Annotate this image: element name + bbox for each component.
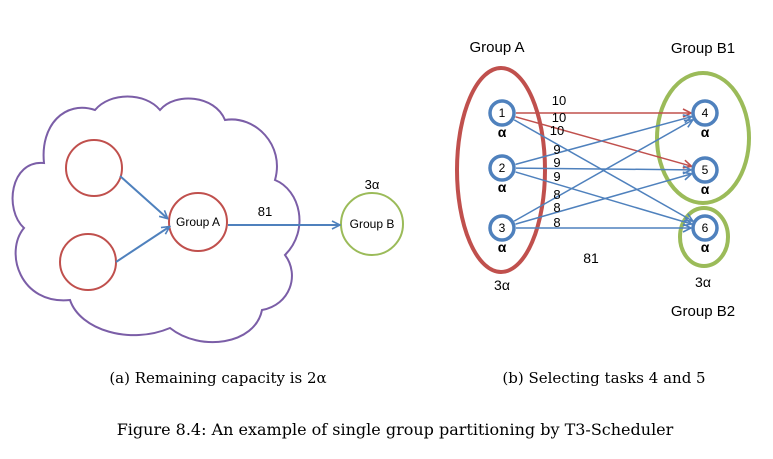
task-node-label-3: 3 <box>499 221 506 235</box>
edge-2-to-4 <box>515 117 691 166</box>
caption-b: (b) Selecting tasks 4 and 5 <box>502 369 705 387</box>
source-node-top <box>65 139 123 197</box>
task-node-2 <box>488 154 516 182</box>
group-a-node <box>168 192 228 252</box>
task-node-label-5: 5 <box>702 163 709 177</box>
edge-weight-1-to-4: 10 <box>552 93 566 108</box>
task-node-size-2: α <box>498 179 507 195</box>
edge-weight-2-to-4: 9 <box>553 142 560 157</box>
panel-a: Group A Group B 3α 81 <box>11 95 404 344</box>
source-node-bottom <box>59 233 117 291</box>
task-node-5 <box>691 156 719 184</box>
edge-weight-2-to-6: 9 <box>553 169 560 184</box>
edge-2-to-5 <box>515 168 690 170</box>
edge-3-to-5 <box>515 174 690 225</box>
task-node-size-4: α <box>701 124 710 140</box>
task-node-size-6: α <box>701 239 710 255</box>
edge-3-to-4 <box>513 120 692 222</box>
group-a-ellipse <box>455 66 547 274</box>
edge-2-to-6 <box>515 171 690 224</box>
edge-bottom-to-group-a <box>115 227 169 263</box>
task-node-1 <box>488 99 516 127</box>
group-b1-ellipse <box>655 71 751 205</box>
cloud-shape <box>11 95 301 344</box>
edge-weight-1-to-6: 10 <box>550 123 564 138</box>
task-node-6 <box>691 214 719 242</box>
task-node-4 <box>691 99 719 127</box>
group-b-label: Group B <box>350 217 395 231</box>
edge-weight-3-to-5: 8 <box>553 200 560 215</box>
group-b2-title: Group B2 <box>671 303 735 320</box>
group-a-label: Group A <box>176 215 220 229</box>
edge-weight-1-to-5: 10 <box>552 110 566 125</box>
task-node-label-6: 6 <box>702 221 709 235</box>
group-b-node <box>340 192 404 256</box>
edge-weight-3-to-4: 8 <box>553 187 560 202</box>
edge-layer <box>513 113 692 228</box>
caption-a: (a) Remaining capacity is 2α <box>109 369 326 387</box>
edge-weight-label: 81 <box>258 204 272 219</box>
total-weight: 81 <box>583 250 599 266</box>
edge-weight-2-to-5: 9 <box>553 155 560 170</box>
edge-weight-3-to-6: 8 <box>553 215 560 230</box>
task-node-size-5: α <box>701 181 710 197</box>
task-node-size-1: α <box>498 124 507 140</box>
task-node-label-2: 2 <box>499 161 506 175</box>
figure-caption: Figure 8.4: An example of single group p… <box>117 420 674 439</box>
edge-top-to-group-a <box>119 175 167 218</box>
group-a-weight: 3α <box>494 277 510 293</box>
task-node-3 <box>488 214 516 242</box>
group-b2-ellipse <box>678 206 730 268</box>
group-b-weight: 3α <box>365 177 380 192</box>
task-node-size-3: α <box>498 239 507 255</box>
node-layer: 1 α 2 α 3 α 4 α 5 α 6 α <box>488 99 719 255</box>
task-node-label-1: 1 <box>499 106 506 120</box>
panel-b: Group A Group B1 Group B2 3α 3α 81 10101… <box>455 39 751 320</box>
group-b1-title: Group B1 <box>671 40 735 57</box>
task-node-label-4: 4 <box>702 106 709 120</box>
group-b2-weight: 3α <box>695 274 711 290</box>
group-a-title: Group A <box>469 39 524 56</box>
